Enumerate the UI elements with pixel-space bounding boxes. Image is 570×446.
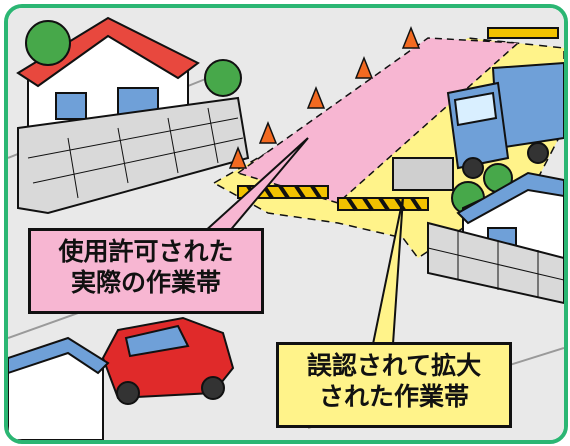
car-icon	[101, 316, 235, 405]
permitted-zone-label: 使用許可された 実際の作業帯	[28, 228, 264, 314]
street-scene	[8, 8, 564, 440]
concrete-slab	[392, 157, 454, 191]
wall-left	[17, 96, 250, 215]
illustration-frame: 使用許可された 実際の作業帯 誤認されて拡大 された作業帯	[4, 4, 568, 444]
wall-right	[427, 221, 564, 305]
permitted-zone-label-line1: 使用許可された	[58, 237, 234, 266]
permitted-zone-area	[236, 37, 520, 204]
misrecognized-zone-label-line1: 誤認されて拡大	[306, 351, 482, 380]
house-bottom-left	[8, 336, 110, 440]
truck-icon	[446, 61, 564, 179]
traffic-cone-icon	[228, 25, 421, 169]
misrecognized-zone-label-line2: された作業帯	[318, 381, 469, 411]
permitted-zone-label-line2: 実際の作業帯	[70, 267, 221, 297]
misrecognized-zone-label: 誤認されて拡大 された作業帯	[276, 342, 512, 428]
